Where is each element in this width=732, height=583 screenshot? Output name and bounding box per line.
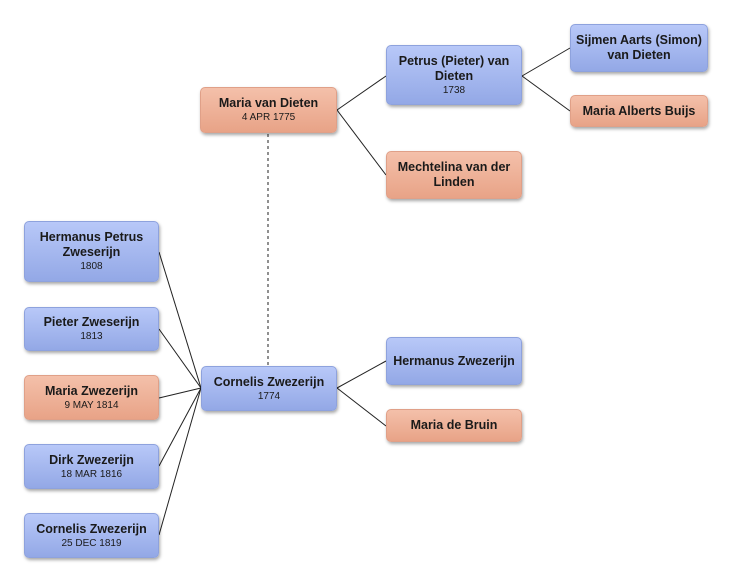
person-name: Cornelis Zwezerijn bbox=[36, 521, 147, 536]
person-card-hermanus-zwezerijn[interactable]: Hermanus Zwezerijn bbox=[386, 337, 522, 385]
person-name: Dirk Zwezerijn bbox=[49, 452, 134, 467]
person-card-maria-alberts-buijs[interactable]: Maria Alberts Buijs bbox=[570, 95, 708, 127]
link-maria-to-petrus bbox=[336, 75, 387, 111]
person-card-mechtelina-van-der-linden[interactable]: Mechtelina van der Linden bbox=[386, 151, 522, 199]
link-cornelis-to-de-bruin bbox=[336, 387, 387, 427]
person-card-cornelis-zwezerijn-1774[interactable]: Cornelis Zwezerijn 1774 bbox=[201, 366, 337, 411]
link-child-dirk bbox=[158, 387, 202, 467]
person-card-cornelis-zwezerijn-1819[interactable]: Cornelis Zwezerijn 25 DEC 1819 bbox=[24, 513, 159, 558]
person-name: Maria de Bruin bbox=[410, 418, 498, 432]
person-date: 1808 bbox=[80, 261, 103, 272]
link-maria-to-mechtelina bbox=[336, 109, 387, 176]
link-child-maria bbox=[158, 387, 202, 399]
link-petrus-to-sijmen bbox=[521, 47, 571, 77]
link-child-pieter bbox=[158, 328, 202, 389]
link-cornelis-to-hermanus bbox=[336, 360, 387, 389]
person-name: Cornelis Zwezerijn bbox=[213, 374, 325, 389]
person-card-maria-de-bruin[interactable]: Maria de Bruin bbox=[386, 409, 522, 442]
link-petrus-to-buijs bbox=[521, 75, 571, 112]
link-child-hermanus-petrus bbox=[158, 251, 202, 389]
person-card-petrus-van-dieten[interactable]: Petrus (Pieter) van Dieten 1738 bbox=[386, 45, 522, 105]
person-card-sijmen-aarts[interactable]: Sijmen Aarts (Simon) van Dieten bbox=[570, 24, 708, 72]
person-name: Maria van Dieten bbox=[218, 96, 319, 110]
person-date: 1738 bbox=[442, 84, 466, 96]
person-date: 25 DEC 1819 bbox=[61, 537, 122, 549]
person-date: 1774 bbox=[257, 390, 281, 402]
link-child-cornelis bbox=[158, 387, 202, 536]
person-card-maria-van-dieten[interactable]: Maria van Dieten 4 APR 1775 bbox=[200, 87, 337, 133]
person-date: 1813 bbox=[80, 331, 103, 342]
person-name: Maria Zwezerijn bbox=[44, 383, 139, 398]
person-name: Maria Alberts Buijs bbox=[582, 103, 696, 118]
person-card-hermanus-petrus-zweserijn[interactable]: Hermanus Petrus Zweserijn 1808 bbox=[24, 221, 159, 282]
person-name: Mechtelina van der Linden bbox=[397, 160, 511, 189]
person-name: Hermanus Petrus Zweserijn bbox=[39, 230, 144, 259]
person-name: Petrus (Pieter) van Dieten bbox=[398, 53, 510, 83]
person-name: Hermanus Zwezerijn bbox=[393, 353, 515, 368]
person-card-pieter-zweserijn[interactable]: Pieter Zweserijn 1813 bbox=[24, 307, 159, 351]
person-date: 18 MAR 1816 bbox=[60, 468, 123, 480]
person-card-maria-zwezerijn[interactable]: Maria Zwezerijn 9 MAY 1814 bbox=[24, 375, 159, 420]
person-date: 9 MAY 1814 bbox=[64, 399, 119, 411]
person-name: Pieter Zweserijn bbox=[43, 315, 140, 329]
person-card-dirk-zwezerijn[interactable]: Dirk Zwezerijn 18 MAR 1816 bbox=[24, 444, 159, 489]
person-date: 4 APR 1775 bbox=[241, 112, 296, 123]
person-name: Sijmen Aarts (Simon) van Dieten bbox=[576, 33, 702, 62]
